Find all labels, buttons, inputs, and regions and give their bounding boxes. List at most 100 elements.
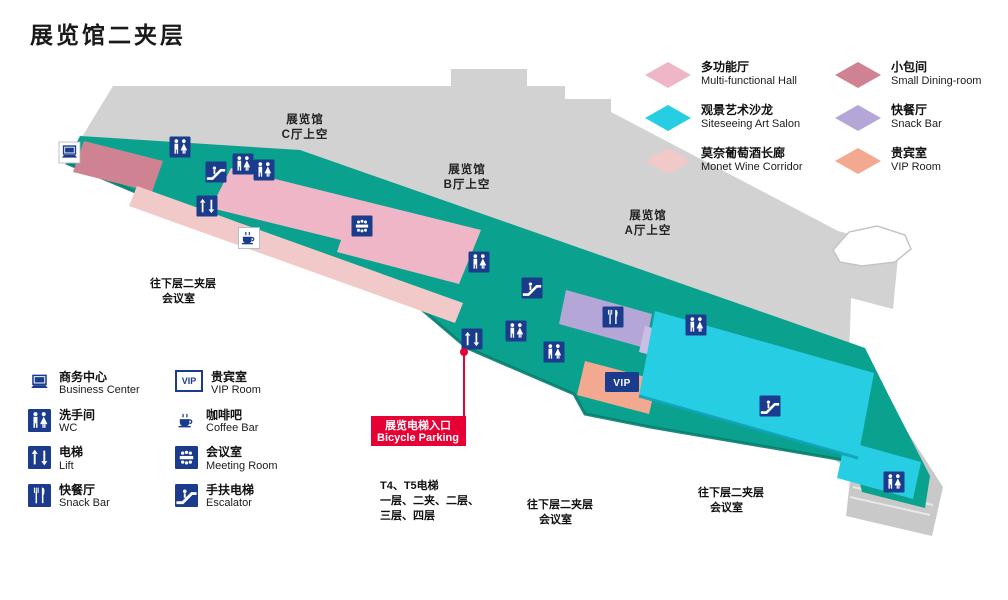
facility-item-wc: 洗手间 WC (28, 408, 175, 436)
legend-label-en: Small Dining-room (891, 75, 982, 87)
wc-icon (543, 341, 565, 363)
business-center-icon (58, 141, 81, 164)
escalator-icon (759, 395, 781, 417)
facility-legend: 商务中心 Business Center VIP 贵宾室 VIP Room 洗手… (28, 370, 345, 510)
red-callout: 展览电梯入口 Bicycle Parking (371, 348, 468, 446)
legend-label-en: Snack Bar (891, 117, 942, 130)
zone-small-dining-room (73, 141, 163, 192)
legend-item-vip-room: 贵宾室 VIP Room (835, 146, 1008, 175)
svg-text:往下层二夹层: 往下层二夹层 (150, 276, 216, 290)
svg-text:VIP: VIP (613, 378, 631, 389)
zone-siteseeing-art-salon (639, 311, 874, 458)
svg-text:会议室: 会议室 (539, 512, 572, 526)
business-center-icon (28, 371, 51, 394)
facility-item-escalator: 手扶电梯 Escalator (175, 483, 345, 511)
lift-icon (461, 328, 483, 350)
color-swatch (835, 147, 881, 174)
lift-icon (28, 446, 51, 469)
facility-label-cn: 贵宾室 (211, 370, 248, 384)
zone-multifunctional-hall (211, 168, 481, 284)
wc-icon (253, 159, 275, 181)
legend-label-en: VIP Room (891, 160, 941, 173)
svg-text:往下层二夹层: 往下层二夹层 (527, 497, 593, 511)
facility-label-cn: 咖啡吧 (206, 407, 243, 422)
hall-label-a: 展览馆 A厅上空 (625, 208, 671, 237)
legend-item-art-salon: 观景艺术沙龙 Siteseeing Art Salon (645, 103, 835, 132)
svg-text:一层、二夹、二层、: 一层、二夹、二层、 (380, 493, 479, 507)
wc-icon (468, 251, 490, 273)
legend-label-cn: 观景艺术沙龙 (701, 102, 774, 117)
facility-label-cn: 手扶电梯 (206, 482, 255, 497)
color-swatch (835, 62, 881, 88)
facility-label-en: WC (59, 421, 78, 434)
svg-text:展览馆: 展览馆 (628, 208, 667, 222)
svg-text:会议室: 会议室 (710, 500, 743, 514)
svg-text:三层、四层: 三层、四层 (380, 509, 435, 522)
escalator-icon (521, 277, 543, 299)
wc-icon (505, 320, 527, 342)
page-title: 展览馆二夹层 (30, 22, 186, 48)
legend-item-multifunctional: 多功能厅 Multi-functional Hall (645, 60, 835, 89)
annotation-left-meeting: 往下层二夹层 会议室 (150, 276, 216, 305)
facility-label-en: Meeting Room (206, 459, 278, 472)
svg-text:B厅上空: B厅上空 (444, 177, 491, 191)
snack-bar-icon (28, 484, 51, 507)
facility-label-cn: 电梯 (59, 445, 84, 460)
snack-bar-icon (602, 306, 624, 328)
legend-label-cn: 多功能厅 (701, 60, 750, 74)
annotation-right-meeting: 往下层二夹层 会议室 (698, 485, 764, 514)
legend-label-cn: 小包间 (891, 60, 928, 74)
coffee-bar-icon (238, 227, 260, 249)
meeting-room-icon (175, 446, 198, 469)
facility-label-en: Escalator (206, 497, 252, 510)
facility-label-en: Coffee Bar (206, 421, 259, 434)
svg-text:T4、T5电梯: T4、T5电梯 (380, 478, 439, 492)
svg-text:C厅上空: C厅上空 (282, 127, 329, 141)
meeting-room-icon (351, 215, 373, 237)
legend-item-wine-corridor: 莫奈葡萄酒长廊 Monet Wine Corridor (645, 146, 835, 175)
facility-label-cn: 快餐厅 (59, 482, 96, 497)
svg-text:展览馆: 展览馆 (285, 112, 324, 126)
color-swatch (645, 147, 691, 174)
wc-icon (883, 471, 905, 493)
svg-text:往下层二夹层: 往下层二夹层 (698, 485, 764, 499)
facility-item-coffee-bar: 咖啡吧 Coffee Bar (175, 408, 345, 436)
hall-label-c: 展览馆 C厅上空 (282, 112, 329, 141)
color-swatch (835, 104, 881, 131)
facility-label-en: Lift (59, 459, 74, 472)
facility-label-en: Business Center (59, 384, 140, 397)
svg-text:展览馆: 展览馆 (447, 162, 486, 176)
facility-label-cn: 商务中心 (59, 370, 108, 384)
svg-text:展览电梯入口: 展览电梯入口 (384, 418, 451, 432)
escalator-icon (175, 484, 198, 507)
ramp-step-line (849, 496, 931, 516)
legend-label-en: Monet Wine Corridor (701, 160, 803, 173)
color-swatch (645, 104, 691, 131)
legend-label-cn: 莫奈葡萄酒长廊 (701, 145, 786, 160)
svg-text:会议室: 会议室 (162, 291, 195, 305)
legend-item-small-dining: 小包间 Small Dining-room (835, 60, 1008, 89)
wc-icon (685, 314, 707, 336)
wc-icon (169, 136, 191, 158)
hall-label-b: 展览馆 B厅上空 (444, 162, 491, 191)
facility-item-meeting-room: 会议室 Meeting Room (175, 445, 345, 473)
annotation-center-meeting: 往下层二夹层 会议室 (527, 497, 593, 526)
facility-label-cn: 会议室 (206, 445, 243, 460)
vip-icon: VIP (175, 370, 203, 392)
facility-label-cn: 洗手间 (59, 407, 96, 422)
legend-item-snack-bar: 快餐厅 Snack Bar (835, 103, 1008, 132)
facility-label-en: VIP Room (211, 384, 261, 397)
legend-label-cn: 快餐厅 (891, 102, 928, 117)
red-callout-box (371, 416, 466, 446)
legend-label-en: Multi-functional Hall (701, 75, 797, 87)
color-swatch (645, 62, 691, 88)
zone-legend: 多功能厅 Multi-functional Hall 小包间 Small Din… (645, 60, 1008, 174)
wc-icon (28, 409, 51, 432)
legend-label-en: Siteseeing Art Salon (701, 117, 801, 130)
facility-item-lift: 电梯 Lift (28, 445, 175, 473)
zone-monet-wine-corridor (129, 186, 463, 323)
vip-sign: VIP (605, 372, 639, 392)
facility-item-vip-room: VIP 贵宾室 VIP Room (175, 370, 345, 398)
